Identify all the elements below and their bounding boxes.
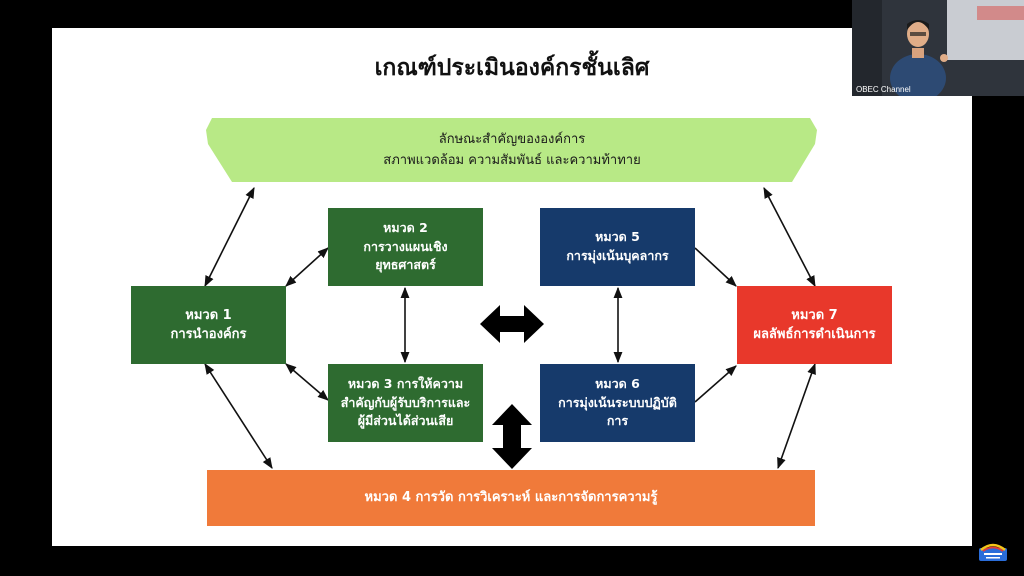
- category-7-title: ผลลัพธ์การดำเนินการ: [753, 327, 876, 342]
- category-2-strategy: หมวด 2 การวางแผนเชิง ยุทธศาสตร์: [328, 208, 483, 286]
- category-7-results: หมวด 7 ผลลัพธ์การดำเนินการ: [737, 286, 892, 364]
- category-7-number: หมวด 7: [791, 307, 838, 323]
- category-6-title-2: การ: [606, 413, 629, 429]
- category-1-title: การนำองค์กร: [170, 327, 247, 342]
- category-4-title: หมวด 4 การวัด การวิเคราะห์ และการจัดการค…: [364, 490, 658, 506]
- profile-line-1: ลักษณะสำคัญขององค์การ: [438, 132, 586, 147]
- category-3-line-3: ผู้มีส่วนได้ส่วนเสีย: [357, 413, 454, 429]
- category-3-line-1: หมวด 3 การให้ความ: [347, 375, 464, 391]
- slide-title: เกณฑ์ประเมินองค์กรชั้นเลิศ: [374, 55, 650, 81]
- presenter-image: [852, 0, 1024, 96]
- category-6-title-1: การมุ่งเน้นระบบปฏิบัติ: [558, 394, 677, 410]
- category-1-number: หมวด 1: [185, 307, 232, 323]
- arrow-cat1-profile: [204, 186, 255, 288]
- arrow-cat1-cat4: [204, 363, 273, 469]
- category-2-number: หมวด 2: [383, 219, 428, 235]
- diagram-connectors: [204, 118, 817, 470]
- arrow-cat1-cat3: [285, 363, 329, 401]
- category-2-title-2: ยุทธศาสตร์: [375, 257, 436, 273]
- category-5-title: การมุ่งเน้นบุคลากร: [566, 248, 669, 263]
- slide: เกณฑ์ประเมินองค์กรชั้นเลิศ ลักษณะสำคัญขอ…: [52, 28, 972, 546]
- category-1-leadership: หมวด 1 การนำองค์กร: [131, 286, 286, 364]
- category-6-number: หมวด 6: [595, 375, 640, 391]
- zoom-watermark: zoom: [880, 521, 938, 546]
- category-3-customers: หมวด 3 การให้ความ สำคัญกับผู้รับบริการแล…: [328, 364, 483, 442]
- organizational-profile-band: [206, 118, 817, 182]
- arrow-cat7-profile: [763, 187, 816, 287]
- category-5-workforce: หมวด 5 การมุ่งเน้นบุคลากร: [540, 208, 695, 286]
- arrow-cat6-cat7: [694, 365, 737, 403]
- category-4-measurement: หมวด 4 การวัด การวิเคราะห์ และการจัดการค…: [207, 470, 815, 526]
- category-6-operations: หมวด 6 การมุ่งเน้นระบบปฏิบัติ การ: [540, 364, 695, 442]
- obec-logo-icon: [979, 543, 1007, 561]
- organizational-profile-text: ลักษณะสำคัญขององค์การ สภาพแวดล้อม ความสั…: [52, 130, 972, 172]
- category-3-line-2: สำคัญกับผู้รับบริการและ: [340, 394, 471, 410]
- arrow-cat5-cat7: [694, 247, 737, 287]
- arrow-cat1-cat2: [285, 247, 329, 287]
- category-2-title-1: การวางแผนเชิง: [363, 238, 448, 254]
- big-horizontal-double-arrow: [480, 305, 544, 343]
- webcam-channel-label: OBEC Channel: [856, 85, 911, 94]
- presenter-webcam-video: OBEC Channel: [852, 0, 1024, 96]
- profile-line-2: สภาพแวดล้อม ความสัมพันธ์ และความท้าทาย: [383, 152, 641, 168]
- big-vertical-double-arrow: [492, 404, 532, 469]
- arrow-cat7-cat4: [777, 362, 816, 470]
- category-5-number: หมวด 5: [595, 229, 640, 245]
